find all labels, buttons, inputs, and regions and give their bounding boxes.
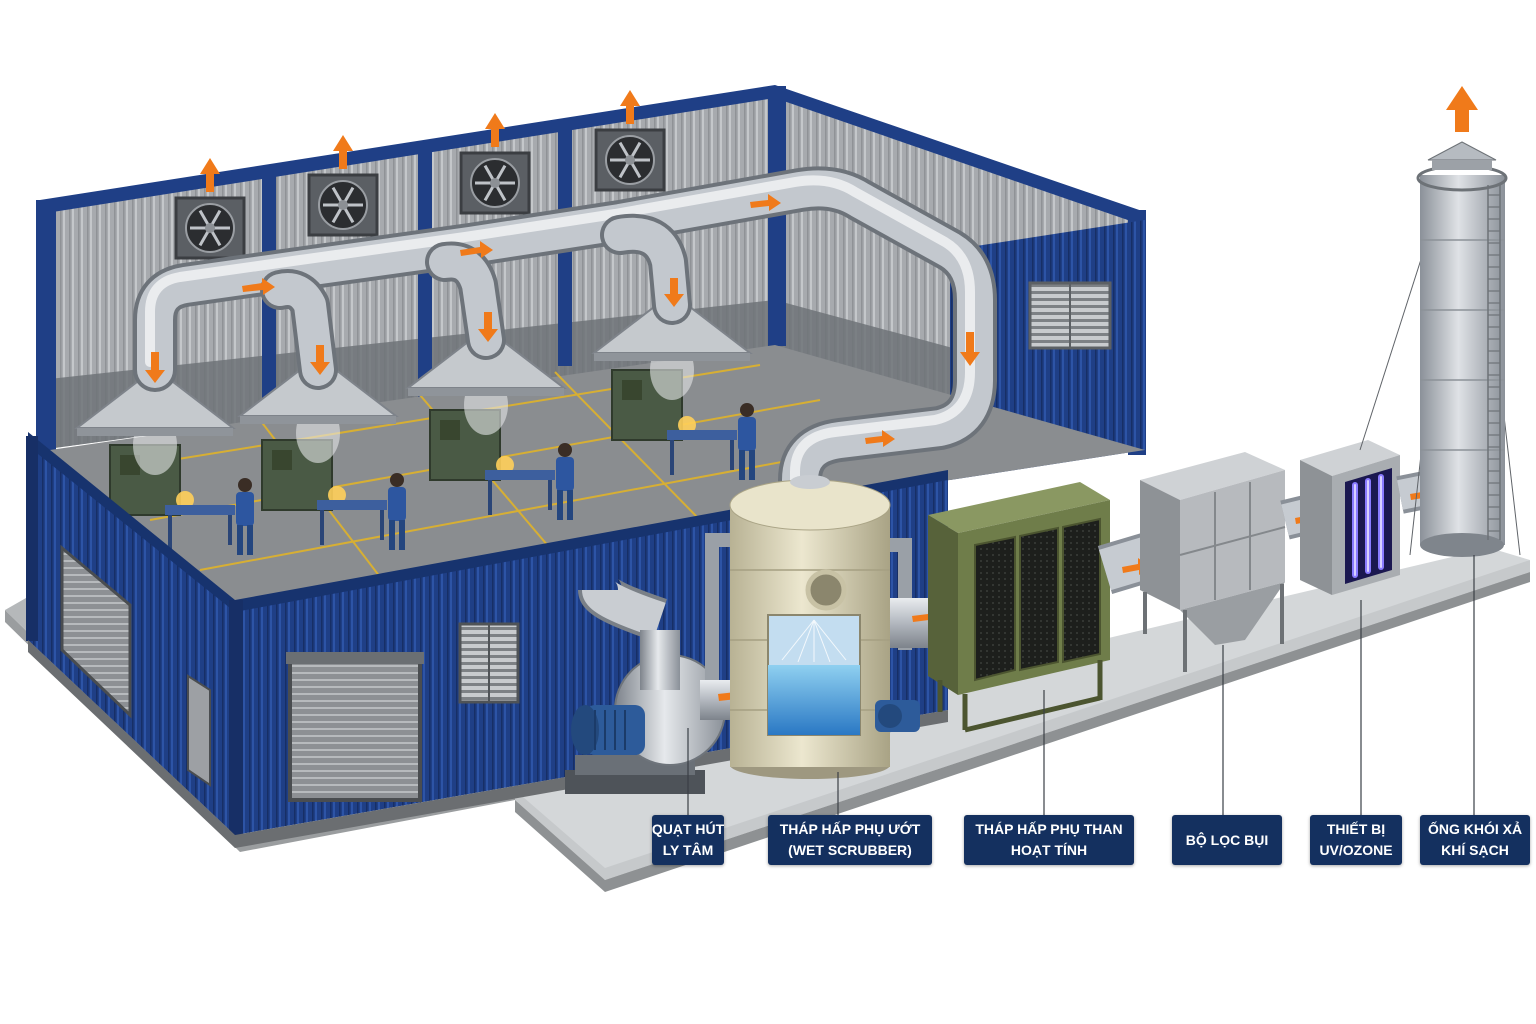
chimney-label-line1: ỐNG KHÓI XẢ xyxy=(1427,821,1523,837)
carbon-tower-label-line1: THÁP HẤP PHỤ THAN xyxy=(975,821,1123,837)
work-station xyxy=(74,381,254,555)
roller-door-icon xyxy=(60,544,424,802)
wet-scrubber-tower xyxy=(705,475,920,779)
side-door xyxy=(187,674,211,787)
louver-icon xyxy=(1028,281,1112,350)
uv-ozone-unit xyxy=(1300,440,1400,595)
uv-ozone-label-line2: UV/OZONE xyxy=(1319,842,1393,858)
chimney-label: ỐNG KHÓI XẢ KHÍ SẠCH xyxy=(1420,815,1530,865)
work-station xyxy=(237,369,406,550)
fan-label-line2: LY TÂM xyxy=(662,842,714,858)
louver-icon xyxy=(458,622,520,704)
uv-ozone-label: THIẾT BỊ UV/OZONE xyxy=(1310,815,1402,865)
callout-leaders xyxy=(687,555,1475,815)
worker-icon xyxy=(738,403,756,480)
dust-filter-label: BỘ LỌC BỤI xyxy=(1172,815,1282,865)
uv-ozone-label-line1: THIẾT BỊ xyxy=(1326,821,1386,837)
fan-label-line1: QUẠT HÚT xyxy=(651,821,725,837)
worker-icon xyxy=(388,473,406,550)
flow-arrow-icon xyxy=(485,113,505,147)
exhaust-fan-icon xyxy=(307,173,379,237)
activated-carbon-tower xyxy=(928,482,1110,733)
flow-arrow-icon xyxy=(200,158,220,192)
chimney-label-line2: KHÍ SẠCH xyxy=(1441,842,1509,858)
centrifugal-fan xyxy=(565,577,760,794)
flow-arrow-icon xyxy=(333,135,353,169)
dust-filter-unit xyxy=(1140,452,1286,672)
flow-arrow-icon xyxy=(1446,86,1478,132)
flow-arrow-icon xyxy=(620,90,640,124)
wet-scrubber-label: THÁP HẤP PHỤ ƯỚT (WET SCRUBBER) xyxy=(768,815,932,865)
carbon-tower-label-line2: HOẠT TÍNH xyxy=(1010,842,1088,858)
work-station xyxy=(405,341,574,520)
worker-icon xyxy=(556,443,574,520)
wet-scrubber-label-line1: THÁP HẤP PHỤ ƯỚT xyxy=(779,821,921,837)
flow-arrow-icon xyxy=(145,194,980,447)
exhaust-fan-icon xyxy=(174,196,246,260)
carbon-tower-label: THÁP HẤP PHỤ THAN HOẠT TÍNH xyxy=(964,815,1134,865)
fan-label: QUẠT HÚT LY TÂM xyxy=(652,815,724,865)
duct-system xyxy=(133,166,997,522)
worker-icon xyxy=(236,478,254,555)
chimney-stack xyxy=(1359,86,1521,557)
wet-scrubber-label-line2: (WET SCRUBBER) xyxy=(788,842,912,858)
exhaust-fan-icon xyxy=(594,128,666,192)
work-station xyxy=(591,306,756,480)
dust-filter-label-line1: BỘ LỌC BỤI xyxy=(1185,831,1269,848)
exhaust-fan-icon xyxy=(459,151,531,215)
